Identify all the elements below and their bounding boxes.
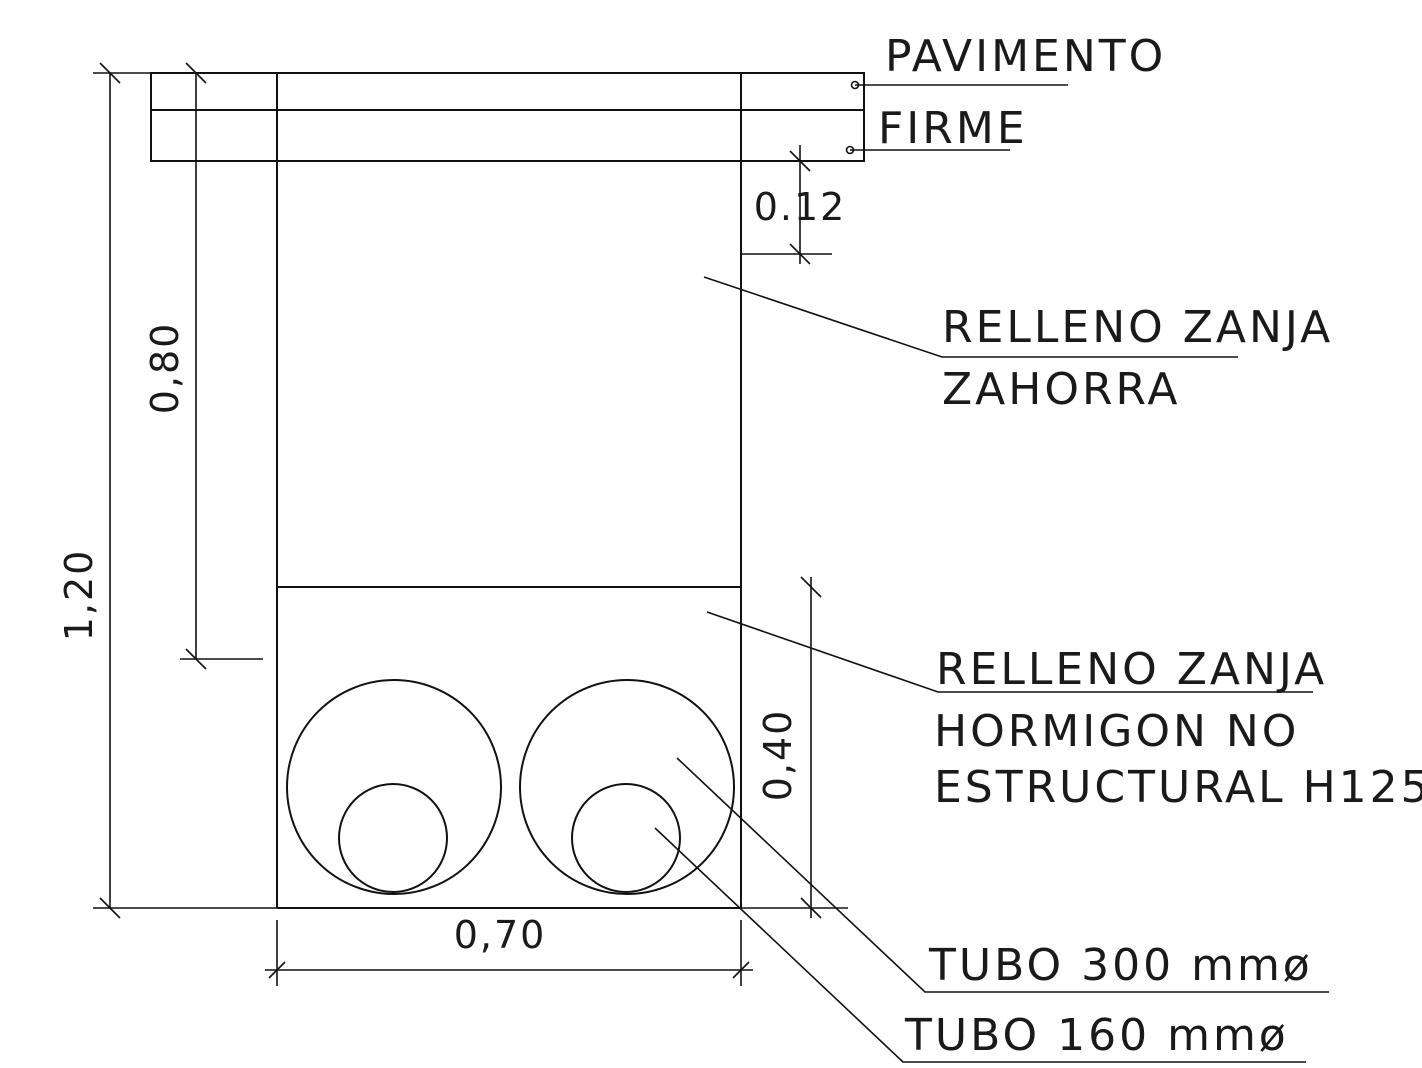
label-relleno-hormigon: RELLENO ZANJA HORMIGON NO ESTRUCTURAL H1…: [706, 611, 1422, 813]
dimension-total-depth: 1,20: [57, 62, 277, 919]
label-firme-text: FIRME: [878, 103, 1028, 154]
label-pavimento: PAVIMENTO: [850, 31, 1166, 90]
dimension-label-total-depth: 1,20: [57, 549, 101, 642]
pipes: [286, 679, 735, 895]
pipe-300-right: [519, 679, 735, 895]
dimension-label-upper-depth: 0,80: [143, 322, 187, 415]
label-relleno-hormigon-line3: ESTRUCTURAL H125: [934, 762, 1422, 813]
pavement-layers: [150, 72, 865, 162]
label-relleno-zahorra-line1: RELLENO ZANJA: [942, 302, 1333, 353]
label-pavimento-text: PAVIMENTO: [885, 31, 1166, 82]
label-relleno-hormigon-line2: HORMIGON NO: [934, 706, 1299, 757]
label-tubo-160-text: TUBO 160 mmø: [904, 1010, 1289, 1061]
label-relleno-zahorra-line2: ZAHORRA: [942, 364, 1180, 415]
dimension-upper-depth: 0,80: [143, 62, 263, 670]
label-tubo-300-text: TUBO 300 mmø: [928, 940, 1313, 991]
dimension-label-lower-depth: 0,40: [756, 709, 800, 802]
label-firme: FIRME: [845, 103, 1028, 155]
dimension-firme-thickness: 0.12: [741, 145, 847, 265]
label-relleno-zahorra: RELLENO ZANJA ZAHORRA: [703, 276, 1333, 415]
dimension-label-trench-width: 0,70: [454, 913, 547, 957]
label-tubo-300: TUBO 300 mmø: [676, 757, 1329, 993]
label-relleno-hormigon-line1: RELLENO ZANJA: [936, 644, 1327, 695]
pipe-160-left: [338, 783, 448, 893]
pavement-outline: [150, 72, 865, 162]
trench-outline: [276, 73, 742, 909]
label-tubo-160: TUBO 160 mmø: [654, 827, 1306, 1063]
dimension-lower-depth: 0,40: [741, 576, 848, 919]
dimension-trench-width: 0,70: [265, 913, 753, 986]
pipe-300-left: [286, 679, 502, 895]
dimension-label-firme-thickness: 0.12: [754, 185, 847, 229]
pipe-160-right: [571, 783, 681, 893]
